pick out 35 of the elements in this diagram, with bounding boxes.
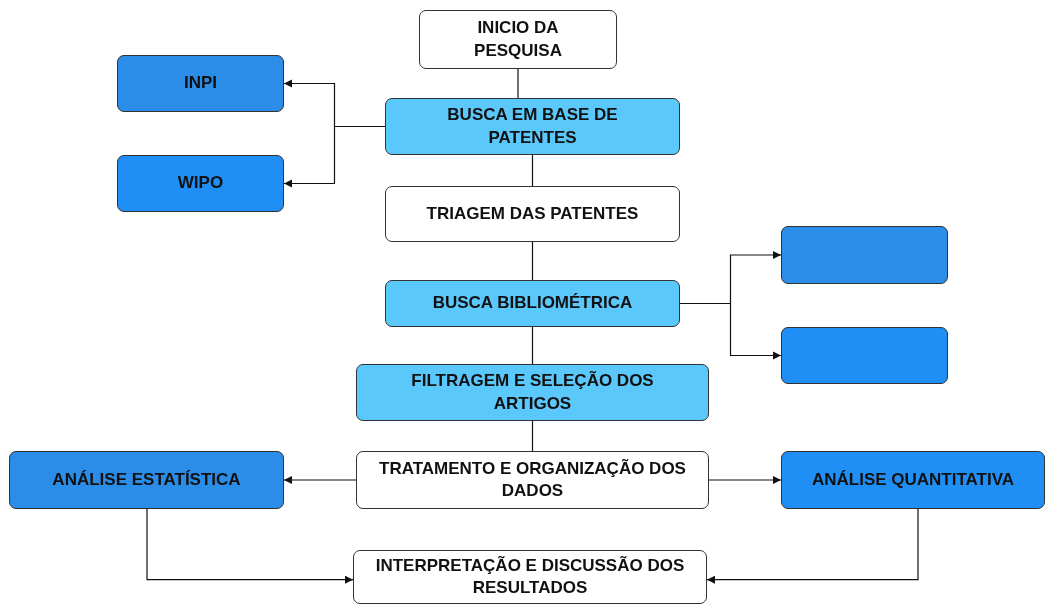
process-box [356, 364, 709, 421]
arrow [146, 508, 354, 584]
process-box [353, 550, 707, 604]
box-label: TRIAGEM DAS PATENTES [426, 202, 639, 225]
process-box [781, 451, 1045, 509]
arrow [283, 125, 386, 188]
box-label: ANÁLISE ESTATÍSTICA [52, 468, 241, 491]
box-label: FILTRAGEM E SELEÇÃO DOS ARTIGOS [410, 370, 655, 415]
arrow [706, 508, 919, 584]
box-label: ANÁLISE QUANTITATIVA [811, 468, 1015, 491]
connector-line [531, 241, 534, 281]
arrow [679, 302, 782, 360]
process-box [385, 280, 680, 327]
connector-line [531, 420, 534, 452]
empty-box [781, 327, 948, 384]
box-label: BUSCA BIBLIOMÉTRICA [432, 292, 633, 315]
connector-line [531, 154, 534, 187]
box-label: TRATAMENTO E ORGANIZAÇÃO DOS DADOS [378, 457, 687, 502]
process-box [419, 10, 617, 69]
arrow [708, 475, 782, 485]
process-box [385, 186, 680, 242]
box-label: INICIO DA PESQUISA [473, 17, 563, 62]
connector-line [517, 68, 519, 99]
box-label: INTERPRETAÇÃO E DISCUSSÃO DOS RESULTADOS [374, 554, 686, 599]
process-box [9, 451, 284, 509]
process-box [117, 55, 284, 112]
box-label: INPI [183, 72, 218, 95]
process-box [356, 451, 709, 509]
empty-box [781, 226, 948, 284]
process-box [117, 155, 284, 212]
box-label: BUSCA EM BASE DE PATENTES [446, 104, 619, 149]
connector-line [531, 326, 534, 365]
arrow [283, 475, 357, 485]
box-label: WIPO [177, 172, 224, 195]
process-box [385, 98, 680, 155]
